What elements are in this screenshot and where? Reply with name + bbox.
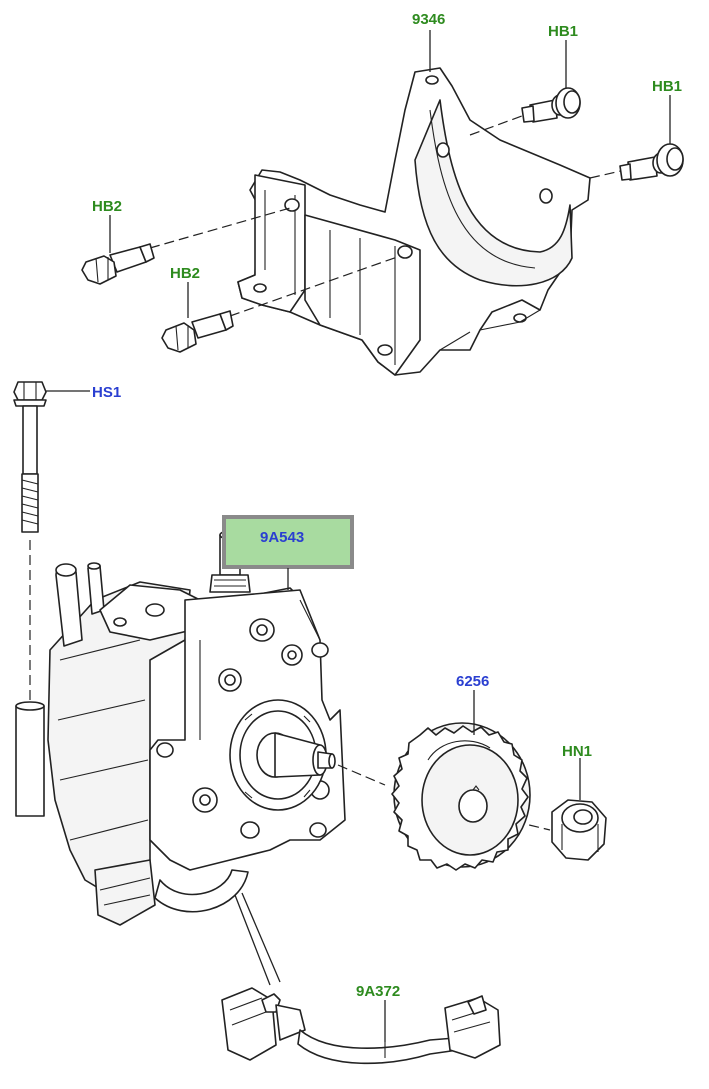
harness-drawing[interactable] <box>221 892 501 1065</box>
bolt-drawing[interactable] <box>469 87 581 136</box>
bracket-drawing[interactable] <box>237 67 591 376</box>
gear-label: 6256 <box>456 673 489 690</box>
nut-drawing[interactable] <box>551 799 607 861</box>
bracket-part-label: 9346 <box>412 11 445 28</box>
hb2-lower-label: HB2 <box>170 265 200 282</box>
bolt-drawing[interactable] <box>161 255 401 353</box>
bolt-drawing[interactable] <box>81 207 291 285</box>
hs1-label: HS1 <box>92 384 121 401</box>
bolt-drawing[interactable] <box>589 143 684 181</box>
hb1-lower-label: HB1 <box>652 78 682 95</box>
gear-drawing[interactable] <box>391 722 531 871</box>
harness-label: 9A372 <box>356 983 400 1000</box>
pump-label-highlight <box>222 515 354 569</box>
bolt-drawing[interactable] <box>13 381 47 817</box>
pump-label: 9A543 <box>260 529 304 546</box>
hb2-upper-label: HB2 <box>92 198 122 215</box>
pump-drawing[interactable] <box>47 530 346 926</box>
hb1-upper-label: HB1 <box>548 23 578 40</box>
nut-label: HN1 <box>562 743 592 760</box>
